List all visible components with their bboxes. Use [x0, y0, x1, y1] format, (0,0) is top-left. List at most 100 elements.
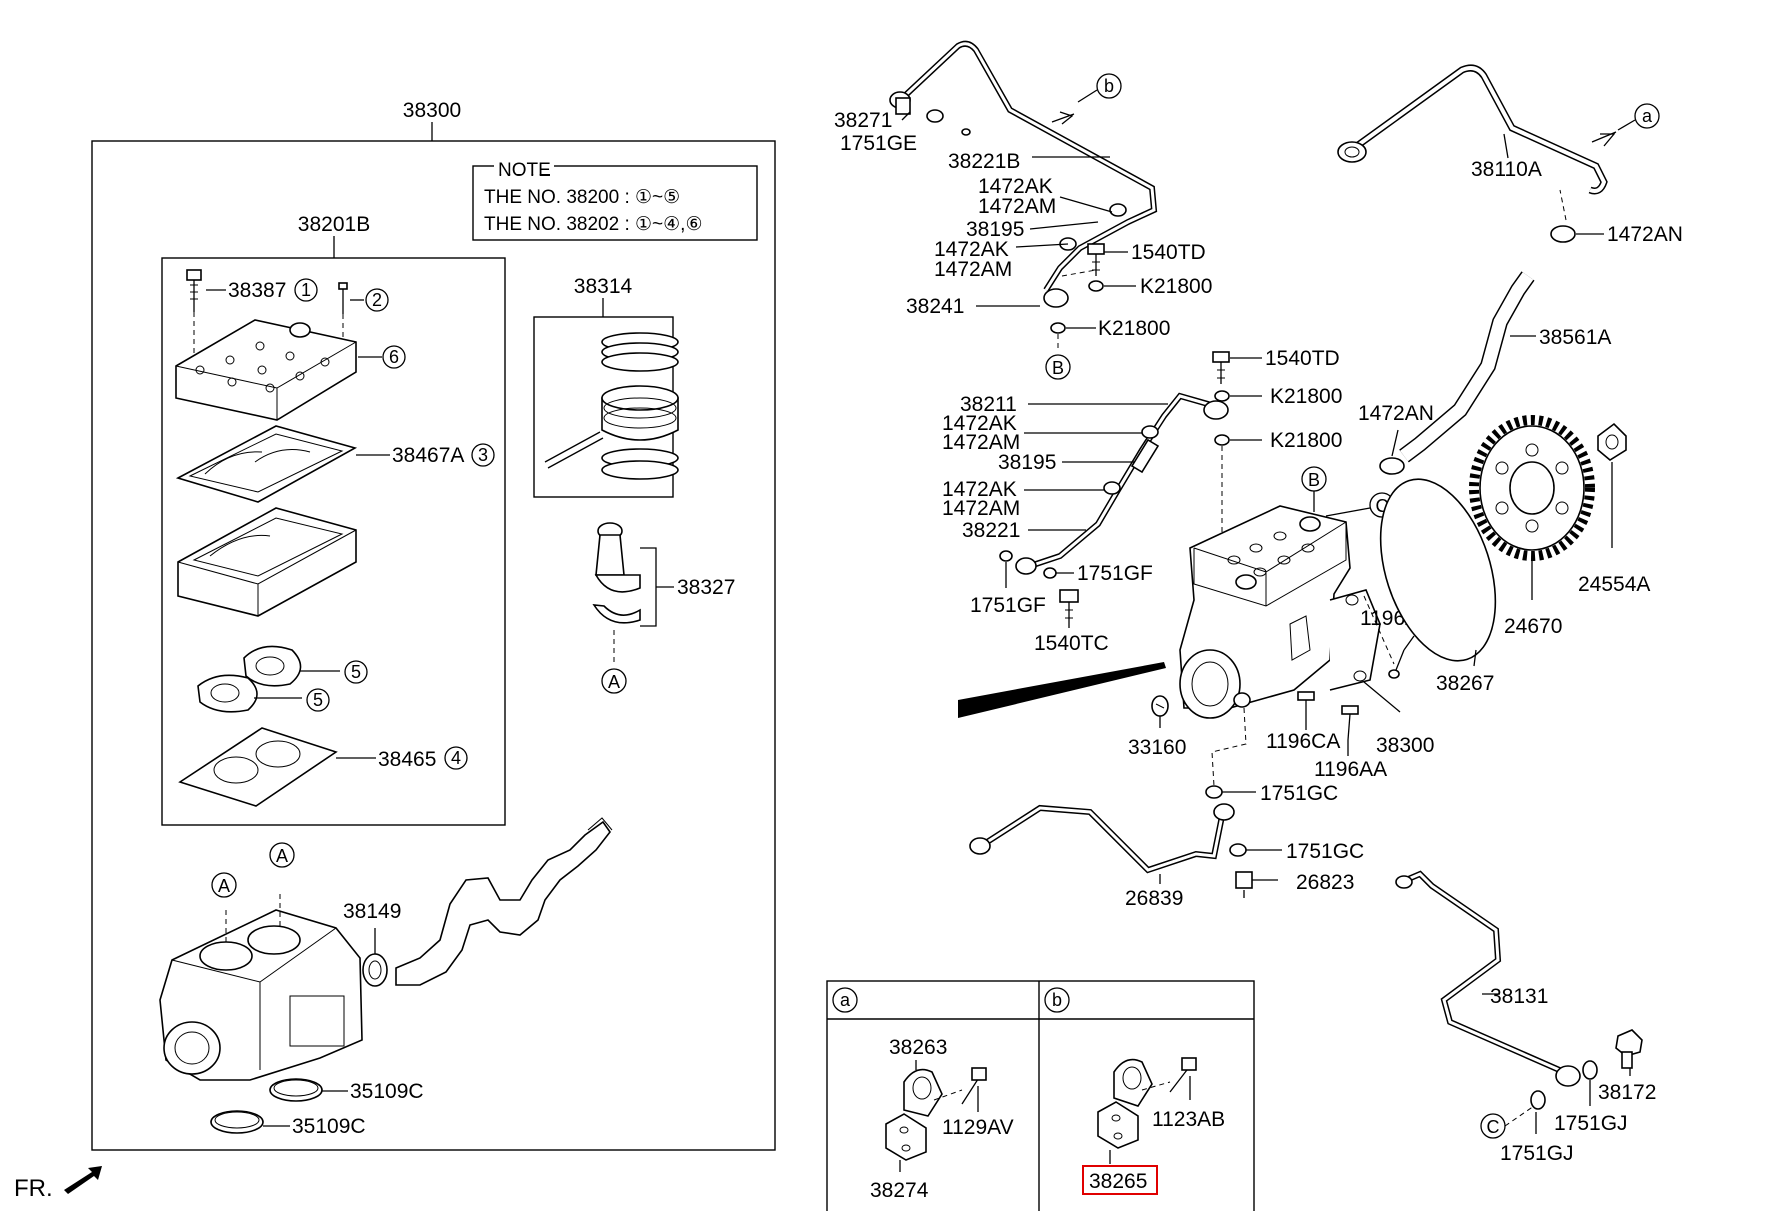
marker-a-detail-text: a [840, 990, 851, 1010]
marker-2-text: 2 [372, 290, 382, 310]
label-1472AN-2: 1472AN [1358, 402, 1434, 425]
label-1751GE: 1751GE [840, 132, 917, 155]
label-1472AN-1: 1472AN [1607, 223, 1683, 246]
piston-rings [601, 332, 679, 480]
label-1751GF-2: 1751GF [1077, 562, 1153, 585]
label-38195-1: 38195 [966, 218, 1024, 241]
marker-4-text: 4 [451, 748, 461, 768]
label-1751GJ-2: 1751GJ [1500, 1142, 1574, 1165]
bracket-38274 [885, 1113, 927, 1161]
label-38274: 38274 [870, 1179, 929, 1202]
bolt-26823 [1235, 871, 1278, 898]
gasket-38467A [175, 425, 358, 503]
label-35109C-b: 35109C [292, 1115, 366, 1138]
cover-35109C-b [210, 1110, 264, 1134]
label-38465: 38465 [378, 748, 436, 771]
label-K21800-1: K21800 [1140, 275, 1212, 298]
detail-box [826, 980, 1255, 1211]
screw-1123AB [1169, 1057, 1197, 1093]
label-35109C-a: 35109C [350, 1080, 424, 1103]
small-gasket-lower [197, 674, 258, 713]
marker-B-mid-text: B [1308, 470, 1320, 490]
bolt-1540TC [1059, 589, 1079, 624]
washer-K21800-1 [1088, 280, 1104, 292]
bolt-1540TD-mid [1212, 351, 1230, 384]
label-38149: 38149 [343, 900, 401, 923]
front-direction-label: FR. [14, 1175, 53, 1202]
label-1751GF-1: 1751GF [970, 594, 1046, 617]
assembly-frame-38300 [91, 140, 776, 1151]
crankshaft-part [395, 817, 613, 986]
hose-38110A [1337, 64, 1608, 195]
marker-1 [294, 278, 318, 302]
marker-b-top-text: b [1104, 76, 1114, 96]
label-1129AV: 1129AV [942, 1116, 1014, 1139]
label-33160: 33160 [1128, 736, 1186, 759]
marker-5a-text: 5 [351, 662, 361, 682]
label-K21800-2: K21800 [1098, 317, 1170, 340]
marker-C-bottom-text: C [1487, 1117, 1500, 1137]
drive-belt-wedge [958, 662, 1166, 718]
label-1123AB: 1123AB [1152, 1108, 1225, 1131]
marker-3-text: 3 [478, 445, 488, 465]
bolt-1540TD-top [1087, 243, 1105, 276]
label-1751GJ-1: 1751GJ [1554, 1112, 1628, 1135]
label-1472AK-2: 1472AK [934, 238, 1009, 261]
washer-1751GJ-1 [1582, 1060, 1598, 1080]
label-1472AM-2: 1472AM [934, 258, 1012, 281]
label-38131: 38131 [1490, 985, 1548, 1008]
label-1472AK-3: 1472AK [942, 412, 1017, 435]
note-line-2: THE NO. 38202 : ①~④,⑥ [484, 214, 702, 235]
label-38327: 38327 [677, 576, 735, 599]
marker-3 [471, 443, 495, 467]
label-38195-2: 38195 [998, 451, 1056, 474]
marker-b-detail-text: b [1052, 990, 1062, 1010]
clamp-1472AN-2 [1379, 457, 1405, 475]
marker-A-2-text: A [276, 846, 288, 866]
label-1472AM-1: 1472AM [978, 195, 1056, 218]
label-24554A: 24554A [1578, 573, 1650, 596]
label-38300-mid: 38300 [1376, 734, 1434, 757]
label-26839: 26839 [1125, 887, 1183, 910]
crankcase-part [159, 890, 363, 1081]
label-1196AA: 1196AA [1314, 758, 1387, 781]
label-1540TC: 1540TC [1034, 632, 1109, 655]
marker-A-rod [601, 668, 627, 694]
marker-4 [444, 746, 468, 770]
highlight-box-38265 [1082, 1165, 1158, 1195]
label-26823: 26823 [1296, 871, 1354, 894]
label-1472AM-4: 1472AM [942, 497, 1020, 520]
washer-K21800-2 [1050, 322, 1066, 334]
piston-part [544, 385, 679, 469]
marker-b-detail [1044, 987, 1070, 1013]
bracket-38265 [1097, 1101, 1139, 1149]
label-24670: 24670 [1504, 615, 1562, 638]
clamp-38263 [903, 1068, 943, 1117]
marker-a-top-text: a [1642, 106, 1653, 126]
washer-1751GC-2 [1229, 843, 1247, 857]
label-38300-top: 38300 [403, 99, 461, 122]
marker-1-text: 1 [301, 280, 311, 300]
label-38314: 38314 [574, 275, 633, 298]
bolt-1196CA [1297, 691, 1315, 722]
marker-6 [382, 345, 406, 369]
note-box [472, 165, 758, 241]
hose-38561A [1399, 271, 1535, 463]
pipe-38221B [889, 40, 1158, 308]
plug-33160 [1151, 695, 1169, 717]
pipe-26839 [969, 803, 1235, 874]
marker-A-rod-text: A [608, 672, 620, 692]
marker-A-1 [211, 872, 237, 898]
label-1751GC-1: 1751GC [1260, 782, 1338, 805]
label-38265: 38265 [1089, 1170, 1147, 1193]
compressor-assembly [1179, 505, 1381, 719]
bolt-1196AA [1341, 705, 1359, 741]
marker-6-text: 6 [389, 347, 399, 367]
label-1472AK-1: 1472AK [978, 175, 1053, 198]
fitting-38172 [1615, 1029, 1643, 1069]
label-1751GC-2: 1751GC [1286, 840, 1364, 863]
washer-1751GF-2 [1043, 567, 1057, 579]
clamp-38265-part [1113, 1058, 1153, 1107]
bolt-1196AC [1388, 649, 1405, 679]
